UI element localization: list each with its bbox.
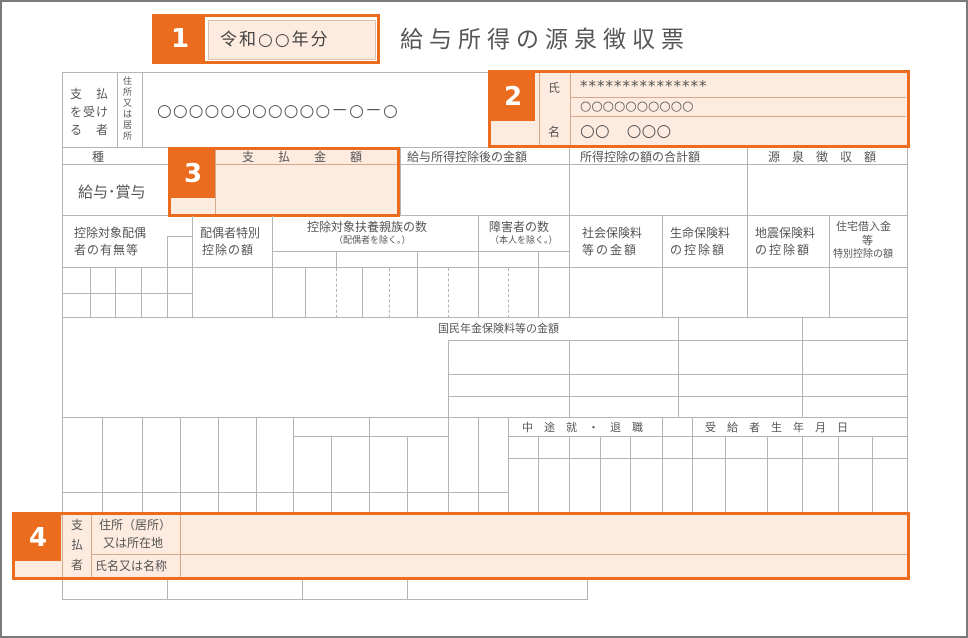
- recipient-label-1: 支 払: [70, 87, 110, 101]
- name-kana-circles: ○○○○○○○○○○: [580, 99, 694, 114]
- housing-header-2: 等: [862, 234, 873, 247]
- midyear-header: 中 途 就 ・ 退 職: [522, 421, 643, 434]
- deductions-total-header: 所得控除の額の合計額: [580, 150, 701, 164]
- badge-4: 4: [15, 515, 61, 561]
- name-kana-stars: ***************: [580, 77, 708, 95]
- name-label-top: 氏: [548, 81, 561, 95]
- address-label-1: 住: [123, 77, 133, 87]
- recipient-name-value: ○○ ○○○: [580, 121, 672, 141]
- address-label-5: 居: [123, 121, 133, 131]
- address-label-6: 所: [123, 132, 133, 142]
- quake-header-2: の控除額: [755, 243, 812, 257]
- recipient-label-3: る 者: [70, 123, 110, 137]
- era-year-text: 令和○○年分: [220, 30, 330, 50]
- deduction-header-row: [62, 216, 908, 268]
- name-label-bottom: 名: [548, 125, 561, 139]
- payer-name-label: 氏名又は名称: [95, 559, 168, 573]
- social-header-1: 社会保険料: [582, 226, 643, 240]
- badge-3: 3: [171, 150, 215, 198]
- pension-label: 国民年金保険料等の金額: [438, 322, 559, 335]
- recipient-name-box: [488, 70, 910, 148]
- badge-2: 2: [491, 73, 535, 121]
- payment-header: 支 払 金 額: [242, 150, 363, 164]
- form-title: 給与所得の源泉徴収票: [400, 27, 690, 53]
- footer-row: [62, 580, 588, 600]
- housing-header-3: 特別控除の額: [833, 249, 893, 260]
- tax-header: 源 泉 徴 収 額: [768, 150, 877, 164]
- housing-header-1: 住宅借入金: [836, 220, 891, 233]
- payer-label-3: 者: [71, 558, 84, 572]
- after-deduction-header: 給与所得控除後の金額: [407, 150, 528, 164]
- address-label-2: 所: [123, 88, 133, 98]
- special-header-1: 配偶者特別: [200, 226, 261, 240]
- dependents-subheader: （配偶者を除く。）: [334, 236, 411, 246]
- status-row: [62, 418, 908, 512]
- life-header-2: の控除額: [670, 243, 727, 257]
- recipient-label-2: を受け: [70, 105, 110, 119]
- badge-1: 1: [155, 17, 205, 61]
- dependents-header: 控除対象扶養親族の数: [307, 220, 428, 234]
- kind-value: 給与･賞与: [78, 183, 146, 201]
- life-header-1: 生命保険料: [670, 226, 731, 240]
- quake-header-1: 地震保険料: [755, 226, 816, 240]
- birthdate-header: 受 給 者 生 年 月 日: [705, 421, 848, 434]
- pension-area: [62, 318, 908, 418]
- payer-label-1: 支: [71, 518, 84, 532]
- social-header-2: 等の金額: [582, 243, 639, 257]
- payer-address-label-2: 又は所在地: [103, 536, 164, 550]
- recipient-address-value: ○○○○○○○○○○○－○－○: [157, 101, 399, 121]
- kind-header: 種: [92, 150, 105, 164]
- era-year-field: [208, 20, 376, 60]
- payer-address-label-1: 住所（居所）: [99, 518, 172, 532]
- payer-box: [12, 512, 910, 580]
- special-header-2: 控除の額: [202, 243, 255, 257]
- spouse-header-1: 控除対象配偶: [74, 226, 147, 240]
- disabled-subheader: （本人を除く。）: [490, 236, 558, 246]
- amount-row: [62, 148, 908, 216]
- spouse-header-2: 者の有無等: [74, 243, 140, 257]
- disabled-header: 障害者の数: [489, 220, 550, 234]
- address-label-3: 又: [123, 99, 133, 109]
- payer-label-2: 払: [71, 538, 84, 552]
- address-label-4: は: [123, 110, 133, 120]
